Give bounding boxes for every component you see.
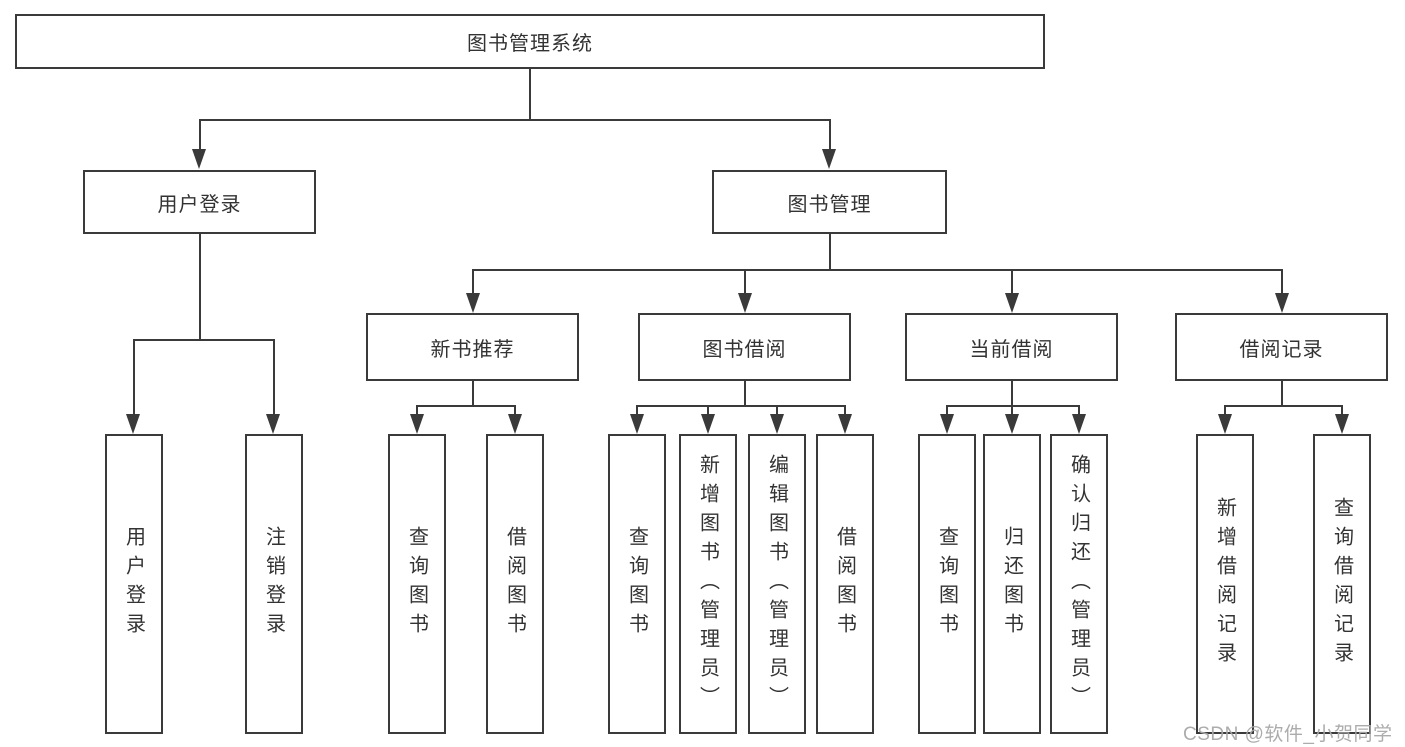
- arrowhead-icon: [1218, 414, 1232, 434]
- connector-book-borrow-stem: [744, 381, 746, 406]
- leaf-query-books-current-label: 查询图书: [935, 526, 958, 642]
- leaf-query-books-recommend: 查询图书: [388, 434, 446, 734]
- connector-drop: [636, 407, 638, 416]
- connector-user-login-stem: [199, 234, 201, 341]
- leaf-add-book-admin: 新增图书（管理员）: [679, 434, 737, 734]
- arrowhead-icon: [1072, 414, 1086, 434]
- leaf-borrow-books-recommend-label: 借阅图书: [503, 526, 526, 642]
- connector-new-book-stem: [472, 381, 474, 406]
- leaf-edit-book-admin: 编辑图书（管理员）: [748, 434, 806, 734]
- leaf-query-books-borrow: 查询图书: [608, 434, 666, 734]
- arrowhead-icon: [630, 414, 644, 434]
- leaf-logout-label: 注销登录: [262, 526, 285, 642]
- arrowhead-icon: [266, 414, 280, 434]
- connector-level1-rail: [199, 119, 831, 121]
- leaf-user-login-label: 用户登录: [122, 526, 145, 642]
- arrowhead-icon: [126, 414, 140, 434]
- leaf-query-books-borrow-label: 查询图书: [625, 526, 648, 642]
- connector-new-book-rail: [416, 405, 516, 407]
- arrowhead-icon: [770, 414, 784, 434]
- connector-current-borrow-rail: [946, 405, 1080, 407]
- leaf-confirm-return-admin: 确认归还（管理员）: [1050, 434, 1108, 734]
- arrowhead-icon: [192, 149, 206, 169]
- leaf-borrow-books-label: 借阅图书: [833, 526, 856, 642]
- node-current-borrow: 当前借阅: [905, 313, 1118, 381]
- connector-root-stem: [529, 69, 531, 121]
- node-user-login: 用户登录: [83, 170, 316, 234]
- node-book-borrow-label: 图书借阅: [702, 338, 787, 361]
- leaf-query-borrow-record: 查询借阅记录: [1313, 434, 1371, 734]
- connector-drop-book-borrow: [744, 271, 746, 293]
- node-new-book-recommend: 新书推荐: [366, 313, 579, 381]
- connector-book-borrow-rail: [636, 405, 846, 407]
- node-user-login-label: 用户登录: [157, 193, 242, 216]
- arrowhead-icon: [1275, 293, 1289, 313]
- connector-drop-borrow-records: [1281, 271, 1283, 293]
- csdn-watermark: CSDN @软件_小贺同学: [1183, 724, 1393, 745]
- connector-drop-leaf-login: [133, 341, 135, 414]
- leaf-return-book: 归还图书: [983, 434, 1041, 734]
- connector-drop: [844, 407, 846, 416]
- connector-level2-rail: [472, 269, 1283, 271]
- connector-current-borrow-stem: [1011, 381, 1013, 406]
- connector-drop-user-login: [199, 121, 201, 149]
- leaf-add-borrow-record-label: 新增借阅记录: [1213, 497, 1236, 671]
- leaf-query-borrow-record-label: 查询借阅记录: [1330, 497, 1353, 671]
- arrowhead-icon: [701, 414, 715, 434]
- node-book-borrow: 图书借阅: [638, 313, 851, 381]
- leaf-logout: 注销登录: [245, 434, 303, 734]
- leaf-edit-book-admin-label: 编辑图书（管理员）: [765, 453, 788, 715]
- connector-drop: [1011, 407, 1013, 416]
- leaf-borrow-books-recommend: 借阅图书: [486, 434, 544, 734]
- arrowhead-icon: [1005, 293, 1019, 313]
- leaf-confirm-return-admin-label: 确认归还（管理员）: [1067, 453, 1090, 715]
- node-root: 图书管理系统: [15, 14, 1045, 69]
- arrowhead-icon: [940, 414, 954, 434]
- connector-drop-leaf-logout: [273, 341, 275, 414]
- node-book-management: 图书管理: [712, 170, 947, 234]
- node-current-borrow-label: 当前借阅: [969, 338, 1054, 361]
- connector-user-login-rail: [133, 339, 275, 341]
- node-book-management-label: 图书管理: [787, 193, 872, 216]
- leaf-query-books-recommend-label: 查询图书: [405, 526, 428, 642]
- connector-drop: [416, 407, 418, 416]
- arrowhead-icon: [738, 293, 752, 313]
- connector-drop: [1341, 407, 1343, 416]
- connector-drop: [1078, 407, 1080, 416]
- leaf-query-books-current: 查询图书: [918, 434, 976, 734]
- arrowhead-icon: [822, 149, 836, 169]
- connector-borrow-records-rail: [1224, 405, 1343, 407]
- arrowhead-icon: [838, 414, 852, 434]
- connector-borrow-records-stem: [1281, 381, 1283, 406]
- arrowhead-icon: [1005, 414, 1019, 434]
- node-borrow-records: 借阅记录: [1175, 313, 1388, 381]
- arrowhead-icon: [1335, 414, 1349, 434]
- connector-drop: [946, 407, 948, 416]
- leaf-add-borrow-record: 新增借阅记录: [1196, 434, 1254, 734]
- leaf-add-book-admin-label: 新增图书（管理员）: [696, 453, 719, 715]
- arrowhead-icon: [410, 414, 424, 434]
- connector-book-management-stem: [829, 234, 831, 271]
- connector-drop: [514, 407, 516, 416]
- connector-drop-new-book: [472, 271, 474, 293]
- leaf-borrow-books: 借阅图书: [816, 434, 874, 734]
- connector-drop: [707, 407, 709, 416]
- node-new-book-recommend-label: 新书推荐: [430, 338, 515, 361]
- node-borrow-records-label: 借阅记录: [1239, 338, 1324, 361]
- leaf-user-login: 用户登录: [105, 434, 163, 734]
- arrowhead-icon: [466, 293, 480, 313]
- connector-drop-current-borrow: [1011, 271, 1013, 293]
- node-root-label: 图书管理系统: [467, 33, 593, 55]
- arrowhead-icon: [508, 414, 522, 434]
- connector-drop-book-management: [829, 121, 831, 149]
- leaf-return-book-label: 归还图书: [1000, 526, 1023, 642]
- connector-drop: [776, 407, 778, 416]
- connector-drop: [1224, 407, 1226, 416]
